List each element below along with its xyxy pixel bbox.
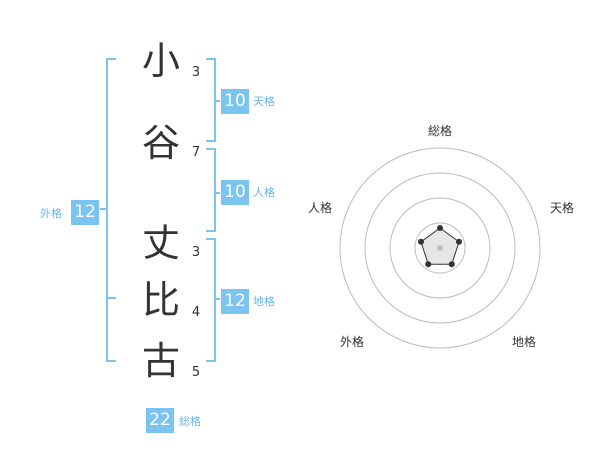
radar-point-soukaku [437, 225, 443, 231]
stroke-count-4: 4 [191, 305, 201, 320]
radar-point-chikaku [448, 261, 455, 268]
radar-ring [339, 147, 541, 349]
name-char-1: 小 [141, 39, 180, 83]
chikaku-value: 12 [221, 289, 249, 314]
name-char-2: 谷 [141, 121, 180, 165]
radar-ring [389, 197, 491, 299]
radar-chart: 総格 天格 地格 外格 人格 [308, 123, 574, 349]
radar-label-soukaku: 総格 [428, 123, 452, 138]
chikaku-bracket-tick [214, 298, 220, 300]
tenkaku-value: 10 [221, 89, 249, 114]
radar-label-tenkaku: 天格 [550, 200, 574, 215]
chikaku-bracket [206, 238, 216, 362]
jinkaku-value: 10 [221, 180, 249, 205]
radar-ring [364, 172, 516, 324]
radar-ring [414, 222, 466, 274]
radar-label-chikaku: 地格 [512, 334, 536, 349]
tenkaku-bracket-tick [214, 100, 220, 102]
tenkaku-label: 天格 [253, 95, 275, 108]
stroke-count-2: 7 [191, 145, 201, 160]
radar-label-gaikaku: 外格 [340, 334, 364, 349]
stroke-count-5: 5 [191, 365, 201, 380]
jinkaku-label: 人格 [253, 186, 275, 199]
radar-point-gaikaku [425, 261, 432, 268]
soukaku-label: 総格 [179, 415, 201, 428]
radar-rings [339, 147, 541, 349]
radar-center-dot [437, 245, 443, 251]
radar-label-jinkaku: 人格 [308, 200, 332, 215]
name-char-3: 丈 [141, 221, 180, 265]
stroke-count-1: 3 [191, 65, 201, 80]
jinkaku-bracket-tick [214, 192, 220, 194]
gaikaku-label: 外格 [40, 207, 62, 220]
radar-point-jinkaku [418, 238, 424, 245]
gaikaku-value: 12 [71, 200, 99, 225]
soukaku-value: 22 [146, 408, 174, 433]
stroke-count-3: 3 [191, 245, 201, 260]
name-char-5: 古 [141, 339, 180, 383]
radar-point-tenkaku [456, 238, 462, 245]
gaikaku-bracket-tick [100, 208, 106, 210]
gaikaku-bracket [106, 58, 116, 362]
gaikaku-bracket-inner-tick [106, 297, 116, 299]
chikaku-label: 地格 [253, 295, 275, 308]
radar-points [418, 225, 462, 268]
jinkaku-bracket [206, 148, 216, 232]
name-char-4: 比 [141, 278, 180, 322]
